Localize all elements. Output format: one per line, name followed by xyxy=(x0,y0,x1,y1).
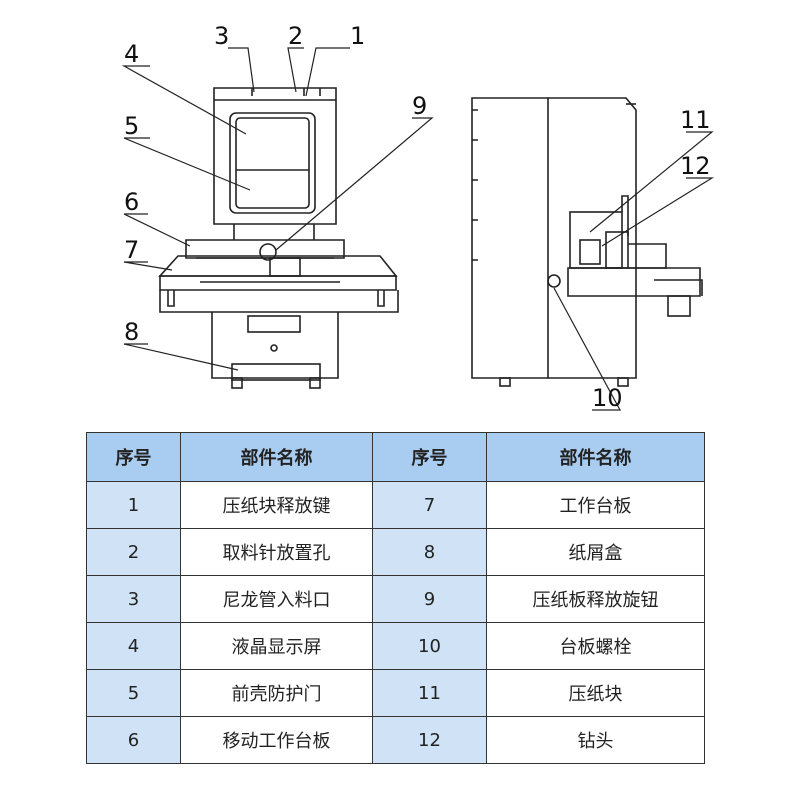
callout-11: 11 xyxy=(680,106,711,134)
row-part-left: 移动工作台板 xyxy=(180,716,373,764)
row-index-left: 1 xyxy=(86,481,181,529)
callout-10: 10 xyxy=(592,384,623,412)
front-view xyxy=(158,87,399,389)
row-index-left: 5 xyxy=(86,669,181,717)
row-index-right: 9 xyxy=(372,575,487,623)
table-row: 1 压纸块释放键 7 工作台板 xyxy=(86,481,705,529)
leader-lines xyxy=(121,47,715,411)
row-index-left: 4 xyxy=(86,622,181,670)
callout-7: 7 xyxy=(124,236,139,264)
row-part-left: 压纸块释放键 xyxy=(180,481,373,529)
row-part-right: 钻头 xyxy=(486,716,705,764)
row-index-right: 7 xyxy=(372,481,487,529)
callout-4: 4 xyxy=(124,40,139,68)
callout-8: 8 xyxy=(124,318,139,346)
row-index-right: 11 xyxy=(372,669,487,717)
row-part-left: 前壳防护门 xyxy=(180,669,373,717)
parts-table: 序号 部件名称 序号 部件名称 1 压纸块释放键 7 工作台板 2 取料针放置孔… xyxy=(86,432,705,764)
callout-12: 12 xyxy=(680,152,711,180)
callout-2: 2 xyxy=(288,22,303,50)
table-header-row: 序号 部件名称 序号 部件名称 xyxy=(86,432,705,482)
row-part-right: 台板螺栓 xyxy=(486,622,705,670)
header-index-right: 序号 xyxy=(372,432,487,482)
row-index-right: 8 xyxy=(372,528,487,576)
row-part-left: 尼龙管入料口 xyxy=(180,575,373,623)
table-row: 4 液晶显示屏 10 台板螺栓 xyxy=(86,622,705,670)
row-part-right: 压纸板释放旋钮 xyxy=(486,575,705,623)
row-part-right: 纸屑盒 xyxy=(486,528,705,576)
table-row: 2 取料针放置孔 8 纸屑盒 xyxy=(86,528,705,576)
header-part-name-right: 部件名称 xyxy=(486,432,705,482)
machine-diagram: 1 2 3 4 5 6 7 8 9 10 11 12 xyxy=(121,22,715,412)
table-row: 5 前壳防护门 11 压纸块 xyxy=(86,669,705,717)
table-row: 3 尼龙管入料口 9 压纸板释放旋钮 xyxy=(86,575,705,623)
side-view xyxy=(471,97,703,387)
callout-3: 3 xyxy=(214,22,229,50)
row-part-left: 液晶显示屏 xyxy=(180,622,373,670)
row-index-left: 2 xyxy=(86,528,181,576)
header-part-name-left: 部件名称 xyxy=(180,432,373,482)
header-index-left: 序号 xyxy=(86,432,181,482)
table-row: 6 移动工作台板 12 钻头 xyxy=(86,716,705,764)
callout-9: 9 xyxy=(412,92,427,120)
row-index-left: 6 xyxy=(86,716,181,764)
callout-numbers: 1 2 3 4 5 6 7 8 9 10 11 12 xyxy=(124,22,711,412)
row-index-right: 10 xyxy=(372,622,487,670)
row-part-right: 压纸块 xyxy=(486,669,705,717)
callout-6: 6 xyxy=(124,188,139,216)
row-part-left: 取料针放置孔 xyxy=(180,528,373,576)
row-part-right: 工作台板 xyxy=(486,481,705,529)
callout-5: 5 xyxy=(124,112,139,140)
row-index-left: 3 xyxy=(86,575,181,623)
callout-1: 1 xyxy=(350,22,365,50)
row-index-right: 12 xyxy=(372,716,487,764)
